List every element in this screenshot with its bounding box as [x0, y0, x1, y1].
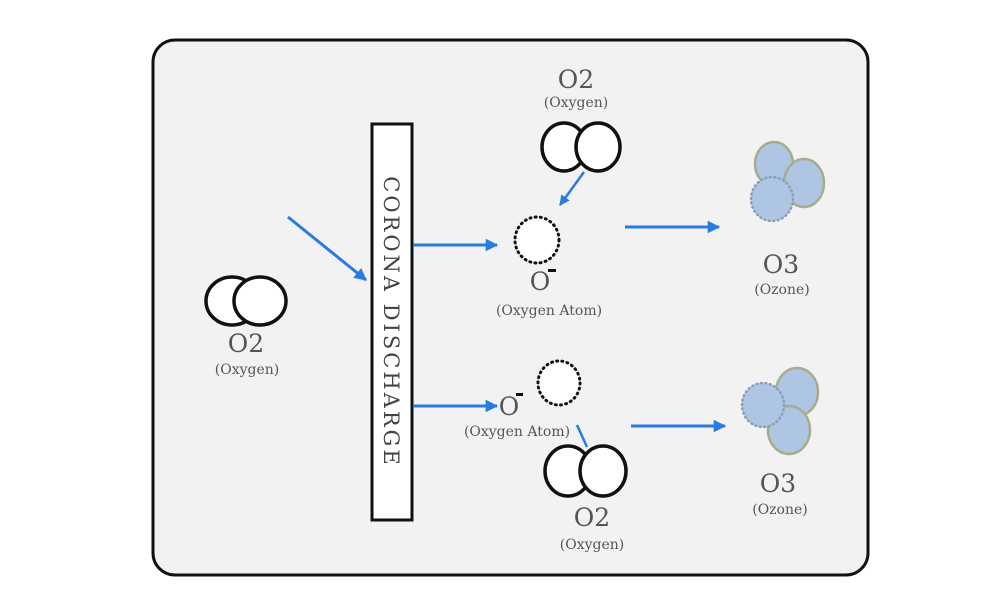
bottom-o3-formula: O3: [760, 469, 796, 498]
bottom-atom-name: (Oxygen Atom): [464, 424, 570, 440]
bottom-added-oxygen-molecule: [543, 444, 628, 498]
bottom-atom-charge: [516, 393, 523, 396]
top-o2-name: (Oxygen): [544, 95, 608, 111]
top-atom-name: (Oxygen Atom): [496, 303, 602, 319]
input-oxygen-molecule: [204, 275, 288, 327]
top-atom-formula: O: [530, 267, 551, 296]
oxygen-atom-circle: [232, 275, 288, 327]
bottom-oxygen-atom-dotted: [536, 359, 582, 407]
bottom-ozone-molecule: [740, 366, 820, 456]
top-o2-formula: O2: [558, 65, 594, 94]
top-oxygen-atom-dotted: [513, 215, 561, 265]
top-ozone-molecule: [749, 140, 826, 223]
input-o2-name: (Oxygen): [215, 362, 279, 378]
ozone-atom-dotted: [740, 381, 786, 429]
input-o2-formula: O2: [228, 329, 264, 358]
connector-bottom-o2-to-atom: [575, 424, 589, 448]
oxygen-atom-circle: [574, 121, 622, 173]
ozone-atom-dotted: [749, 175, 795, 223]
bottom-o2-formula: O2: [574, 503, 610, 532]
top-o3-formula: O3: [763, 250, 799, 279]
oxygen-atom-circle: [578, 444, 628, 498]
top-added-oxygen-molecule: [540, 121, 622, 173]
arrow-top-o2-to-atom: [558, 171, 586, 206]
diagram-panel: [151, 38, 870, 577]
arrow-into-discharge: [287, 215, 367, 282]
corona-discharge-label: CORONA DISCHARGE: [379, 176, 403, 468]
bottom-o3-name: (Ozone): [752, 502, 808, 518]
top-atom-charge: [548, 269, 556, 272]
bottom-o2-name: (Oxygen): [560, 537, 624, 553]
bottom-atom-formula: O: [499, 392, 520, 421]
top-o3-name: (Ozone): [754, 282, 810, 298]
corona-discharge-box: [370, 122, 414, 522]
